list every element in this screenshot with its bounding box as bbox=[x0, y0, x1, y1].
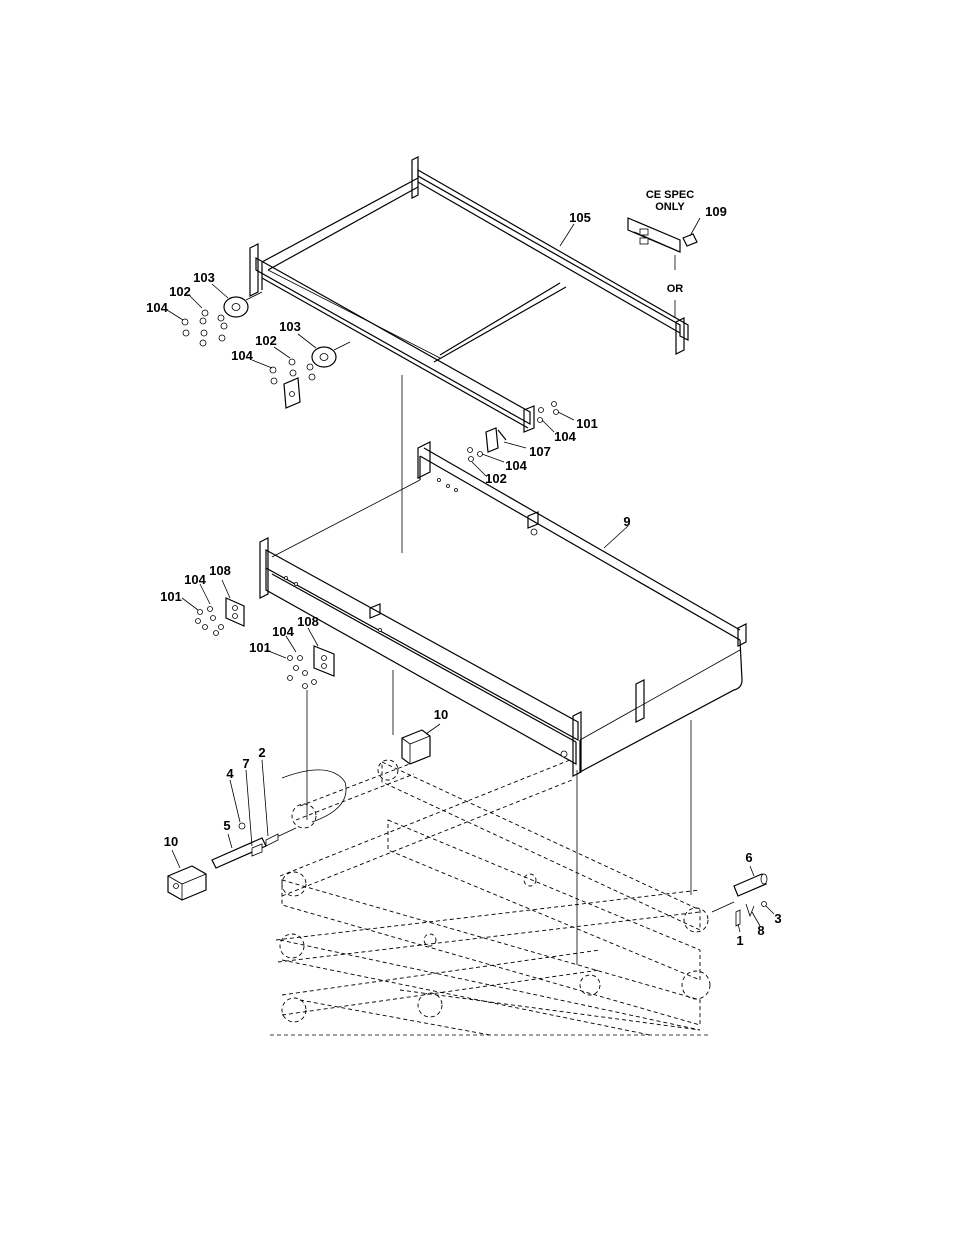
callout-4: 4 bbox=[226, 766, 234, 781]
roller-10-upper bbox=[402, 730, 430, 764]
ce-spec-only-note: ONLY bbox=[655, 201, 685, 213]
callout-103-b: 103 bbox=[279, 319, 301, 334]
callout-7: 7 bbox=[242, 756, 249, 771]
callout-107: 107 bbox=[529, 444, 551, 459]
bumper-103-b bbox=[312, 342, 350, 367]
callout-3: 3 bbox=[774, 911, 781, 926]
hardware-upper-left bbox=[182, 310, 227, 346]
callout-104-e: 104 bbox=[184, 572, 206, 587]
callout-105: 105 bbox=[569, 210, 591, 225]
callout-108-a: 108 bbox=[209, 563, 231, 578]
pin-6-assembly bbox=[712, 874, 767, 926]
plate-108-a bbox=[226, 598, 244, 626]
callout-103-a: 103 bbox=[193, 270, 215, 285]
plate-108-b bbox=[314, 646, 334, 676]
callout-104-f: 104 bbox=[272, 624, 294, 639]
callout-104-b: 104 bbox=[231, 348, 253, 363]
leader-lines bbox=[167, 218, 774, 932]
callout-101-c: 101 bbox=[249, 640, 271, 655]
callout-5: 5 bbox=[223, 818, 230, 833]
scissor-stack bbox=[270, 760, 710, 1035]
ce-spec-note: CE SPEC bbox=[646, 189, 694, 201]
callout-104-d: 104 bbox=[505, 458, 527, 473]
callout-101-a: 101 bbox=[576, 416, 598, 431]
callout-104-a: 104 bbox=[146, 300, 168, 315]
or-note: OR bbox=[667, 283, 684, 295]
callout-102-a: 102 bbox=[169, 284, 191, 299]
callout-2: 2 bbox=[258, 745, 265, 760]
callout-8: 8 bbox=[757, 923, 764, 938]
callout-101-b: 101 bbox=[160, 589, 182, 604]
callout-9: 9 bbox=[623, 514, 630, 529]
hardware-upper-mid bbox=[270, 359, 315, 408]
callout-1: 1 bbox=[736, 933, 743, 948]
callout-104-c: 104 bbox=[554, 429, 576, 444]
callout-108-b: 108 bbox=[297, 614, 319, 629]
callout-6: 6 bbox=[745, 850, 752, 865]
upper-rail-frame bbox=[250, 157, 688, 432]
roller-10-lower bbox=[168, 866, 206, 900]
callout-109: 109 bbox=[705, 204, 727, 219]
bracket-107 bbox=[486, 428, 506, 452]
callout-102-c: 102 bbox=[485, 471, 507, 486]
callout-10-a: 10 bbox=[434, 707, 448, 722]
callout-10-b: 10 bbox=[164, 834, 178, 849]
callout-102-b: 102 bbox=[255, 333, 277, 348]
bumper-103-a bbox=[224, 292, 262, 317]
ce-spec-switch bbox=[628, 218, 697, 252]
platform-tray bbox=[260, 442, 746, 776]
alignment-lines bbox=[307, 255, 691, 965]
